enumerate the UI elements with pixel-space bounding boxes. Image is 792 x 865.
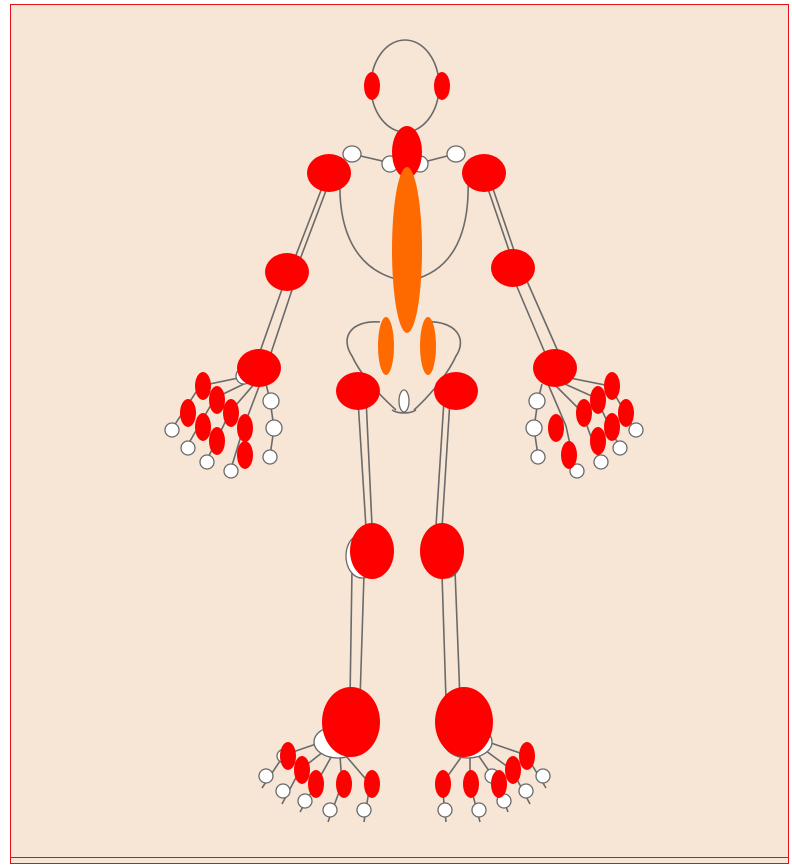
right-finger-joint-marker	[604, 413, 620, 441]
right-toe-joint-marker	[491, 770, 507, 798]
left-ankle-marker	[322, 687, 380, 757]
left-elbow-marker	[265, 253, 309, 291]
right-sacroiliac-marker	[420, 317, 436, 375]
right-foot-joint	[519, 784, 533, 798]
left-femur	[358, 398, 372, 528]
left-foot-joint	[276, 784, 290, 798]
right-shoulder-marker	[462, 154, 506, 192]
right-hand-joint	[629, 423, 643, 437]
left-hand-joint	[200, 455, 214, 469]
right-hand-joint	[529, 393, 545, 409]
left-foot-joint	[259, 769, 273, 783]
pubic-symphysis	[399, 390, 409, 412]
left-finger-joint-marker	[209, 386, 225, 414]
left-finger-joint-marker	[237, 441, 253, 469]
right-hand-joint	[526, 420, 542, 436]
left-hand-joint	[266, 420, 282, 436]
axial-markers	[378, 167, 436, 375]
right-knee-marker	[420, 523, 464, 579]
left-toe-joint-marker	[294, 756, 310, 784]
right-elbow-marker	[491, 249, 535, 287]
right-finger-joint-marker	[561, 441, 577, 469]
spine-marker	[392, 167, 422, 333]
right-ankle-marker	[435, 687, 493, 757]
right-finger-joint-marker	[604, 372, 620, 400]
right-wrist-marker	[533, 349, 577, 387]
left-foot-joint	[357, 803, 371, 817]
left-tibia	[350, 570, 364, 700]
right-finger-joint-marker	[590, 386, 606, 414]
left-sacroiliac-marker	[378, 317, 394, 375]
right-hand-joint	[613, 441, 627, 455]
right-foot-joint	[472, 803, 486, 817]
right-finger-joint-marker	[590, 427, 606, 455]
right-tibia	[442, 570, 460, 700]
right-hand-joint	[531, 450, 545, 464]
left-wrist-marker	[237, 349, 281, 387]
left-hand-joint	[224, 464, 238, 478]
right-foot-joint	[438, 803, 452, 817]
right-toe-joint-marker	[435, 770, 451, 798]
left-finger-joint-marker	[195, 372, 211, 400]
left-hand-joint	[263, 393, 279, 409]
left-finger-joint-marker	[209, 427, 225, 455]
right-toe-joint-marker	[505, 756, 521, 784]
left-toe-joint-marker	[308, 770, 324, 798]
left-foot-joint	[323, 803, 337, 817]
left-finger-joint-marker	[195, 413, 211, 441]
left-foot-joint	[298, 794, 312, 808]
left-hand-joint	[165, 423, 179, 437]
right-finger-joint-marker	[576, 399, 592, 427]
right-toe-joint-marker	[519, 742, 535, 770]
right-hand-joint	[594, 455, 608, 469]
left-ear-marker	[364, 72, 380, 100]
left-toe-joint-marker	[364, 770, 380, 798]
left-hand-joint	[263, 450, 277, 464]
left-shoulder-marker	[307, 154, 351, 192]
skull	[371, 40, 439, 132]
right-toe-joint-marker	[463, 770, 479, 798]
left-knee-marker	[350, 523, 394, 579]
right-hip-marker	[434, 372, 478, 410]
left-hip-marker	[336, 372, 380, 410]
left-hand-joint	[181, 441, 195, 455]
left-toe-joint-marker	[336, 770, 352, 798]
right-finger-joint-marker	[548, 414, 564, 442]
left-sternoclavicular-joint	[343, 146, 361, 162]
right-ear-marker	[434, 72, 450, 100]
right-femur	[436, 400, 450, 528]
left-finger-joint-marker	[223, 399, 239, 427]
left-finger-joint-marker	[180, 399, 196, 427]
right-sternoclavicular-joint	[447, 146, 465, 162]
right-finger-joint-marker	[618, 399, 634, 427]
left-finger-joint-marker	[237, 414, 253, 442]
right-foot-joint	[536, 769, 550, 783]
left-toe-joint-marker	[280, 742, 296, 770]
